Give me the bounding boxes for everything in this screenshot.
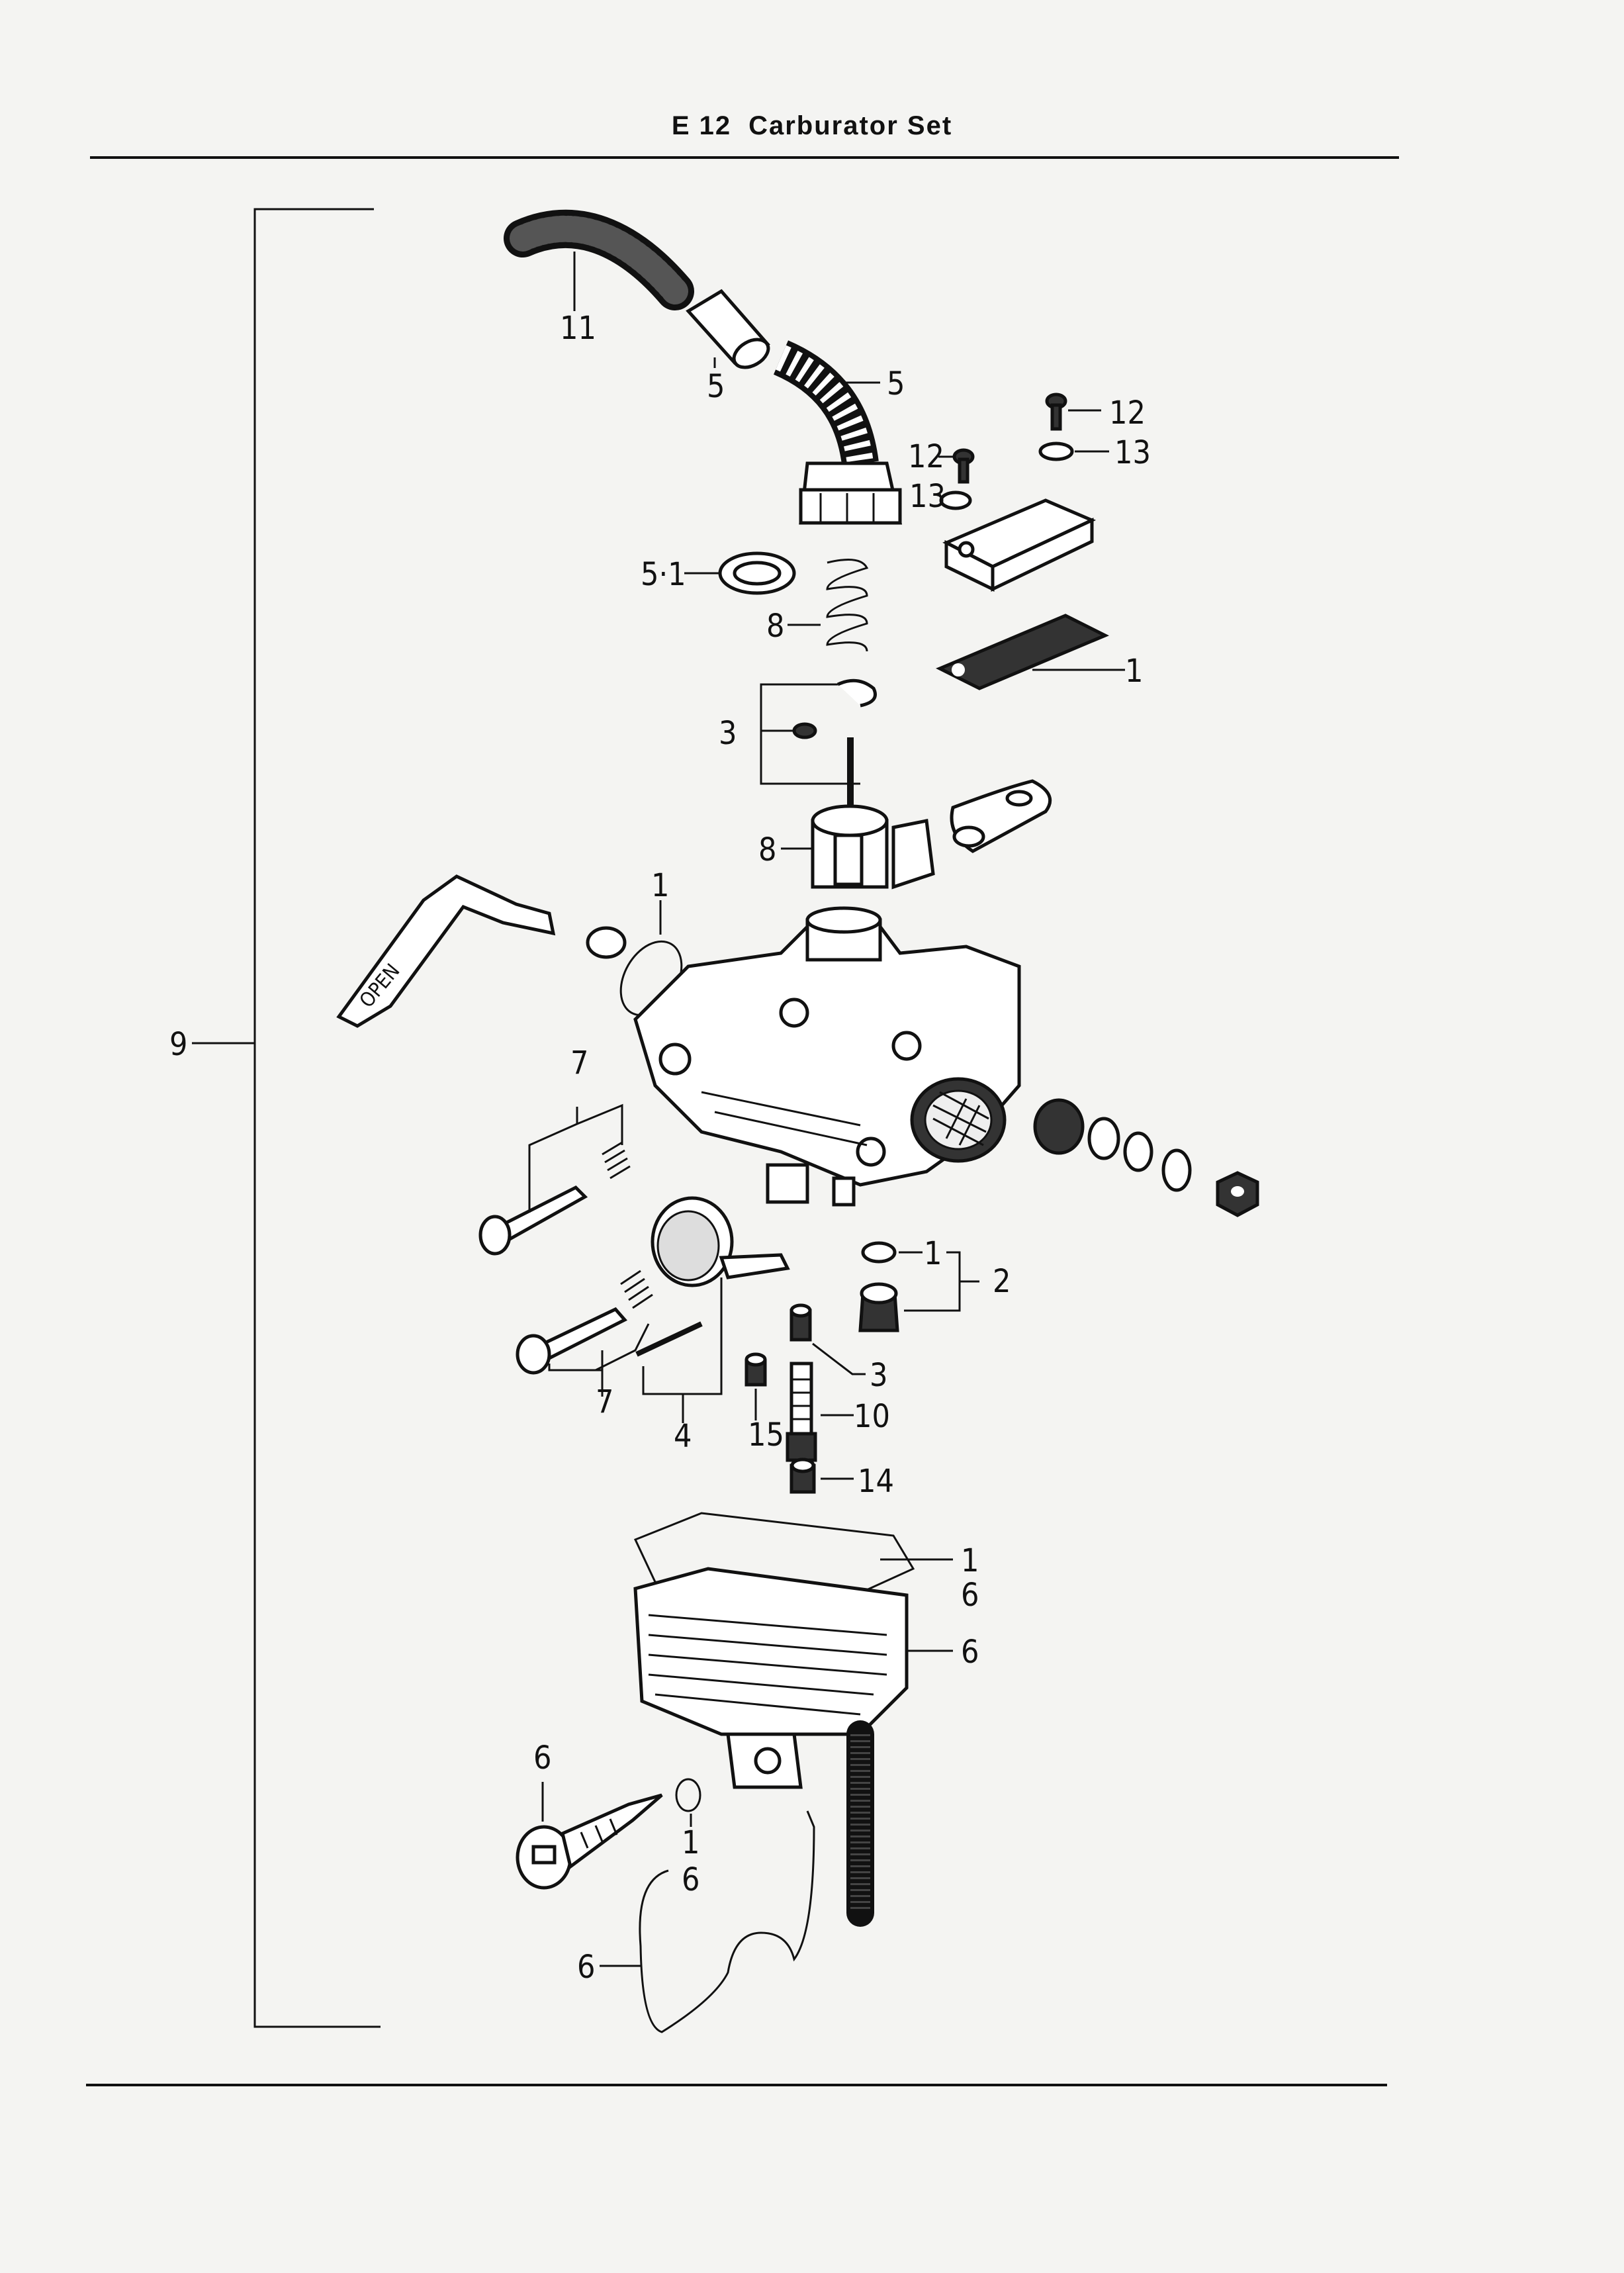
callout-1-gasket-top: 1 (1125, 653, 1143, 690)
float-valve-parts: 1 2 (858, 1235, 1011, 1332)
washer-5-1: 5·1 (641, 551, 796, 595)
callout-5-1: 5·1 (641, 556, 686, 593)
body-oring: 1 (619, 867, 683, 1017)
callout-8-spring: 8 (766, 608, 784, 645)
throttle-lever: OPEN (336, 874, 556, 1028)
callout-6-gasket: 6 (961, 1577, 979, 1614)
callout-7-lower: 7 (596, 1383, 613, 1420)
callout-10: 10 (854, 1398, 890, 1435)
callout-6-drain: 6 (533, 1740, 551, 1777)
callout-1-oring-body: 1 (651, 867, 669, 904)
callout-13-left: 13 (909, 478, 946, 515)
clip-group: 3 (719, 678, 877, 785)
drain-oring: 1 6 (675, 1778, 701, 1898)
fuel-elbow: 5 (773, 340, 905, 525)
callout-13-right: 13 (1114, 434, 1151, 471)
bottom-rule (86, 2084, 1387, 2086)
needle-jet: 10 (786, 1362, 890, 1462)
cover-plate (942, 498, 1097, 592)
jet-3: 3 (789, 1303, 887, 1394)
drain-screw: 6 (516, 1740, 663, 1890)
callout-12-right: 12 (1109, 394, 1146, 432)
callout-3-jet: 3 (870, 1357, 887, 1394)
screw-12-right: 12 (1045, 393, 1146, 432)
callout-5-right: 5 (887, 365, 905, 402)
wire-clip: 6 (577, 1810, 815, 2033)
main-jet: 14 (789, 1458, 894, 1500)
float-bowl: 6 (633, 1567, 979, 1789)
pilot-screw-group: 7 (478, 1044, 631, 1256)
callout-7-upper: 7 (570, 1044, 588, 1082)
bowl-gasket: 1 6 (633, 1512, 979, 1614)
callout-8-valve: 8 (758, 831, 776, 868)
section-code: E 12 (671, 111, 732, 140)
callout-9: 9 (169, 1026, 187, 1063)
callout-6-drain-oring: 6 (682, 1861, 699, 1898)
body-bushing (586, 926, 627, 959)
float (651, 1196, 790, 1287)
air-screw-fittings (1033, 1098, 1259, 1217)
callout-6-clip: 6 (577, 1949, 595, 1986)
callout-3-clip: 3 (719, 715, 737, 752)
callout-1-gasket: 1 (961, 1542, 979, 1579)
callout-4: 4 (674, 1418, 692, 1455)
lower-screw-group: 7 4 (516, 1270, 723, 1455)
callout-2: 2 (993, 1263, 1011, 1300)
callout-5-left: 5 (707, 368, 725, 405)
joint-sleeve: 5 (686, 289, 770, 405)
top-rule (90, 156, 1399, 159)
washer-13-left: 13 (909, 478, 972, 515)
callout-1-washer: 1 (924, 1235, 942, 1272)
callout-6-bowl: 6 (961, 1634, 979, 1671)
callout-12-left: 12 (908, 438, 944, 475)
pilot-jet: 15 (744, 1352, 784, 1454)
washer-13-right: 13 (1038, 434, 1151, 471)
cover-gasket: 1 (936, 614, 1143, 690)
callout-15: 15 (748, 1416, 784, 1454)
carburetor-body (633, 906, 1021, 1207)
callout-11: 11 (560, 310, 596, 347)
page-header: E 12 Carburator Set (0, 111, 1624, 141)
section-title: Carburator Set (748, 111, 953, 140)
fuel-tube: 11 (504, 209, 694, 347)
throttle-valve: 8 (758, 737, 1052, 890)
screw-12-left: 12 (908, 438, 975, 484)
assembly-bracket: 9 (169, 208, 381, 2028)
callout-1-drain: 1 (682, 1824, 699, 1861)
callout-14: 14 (858, 1463, 894, 1500)
throttle-spring: 8 (766, 559, 869, 652)
